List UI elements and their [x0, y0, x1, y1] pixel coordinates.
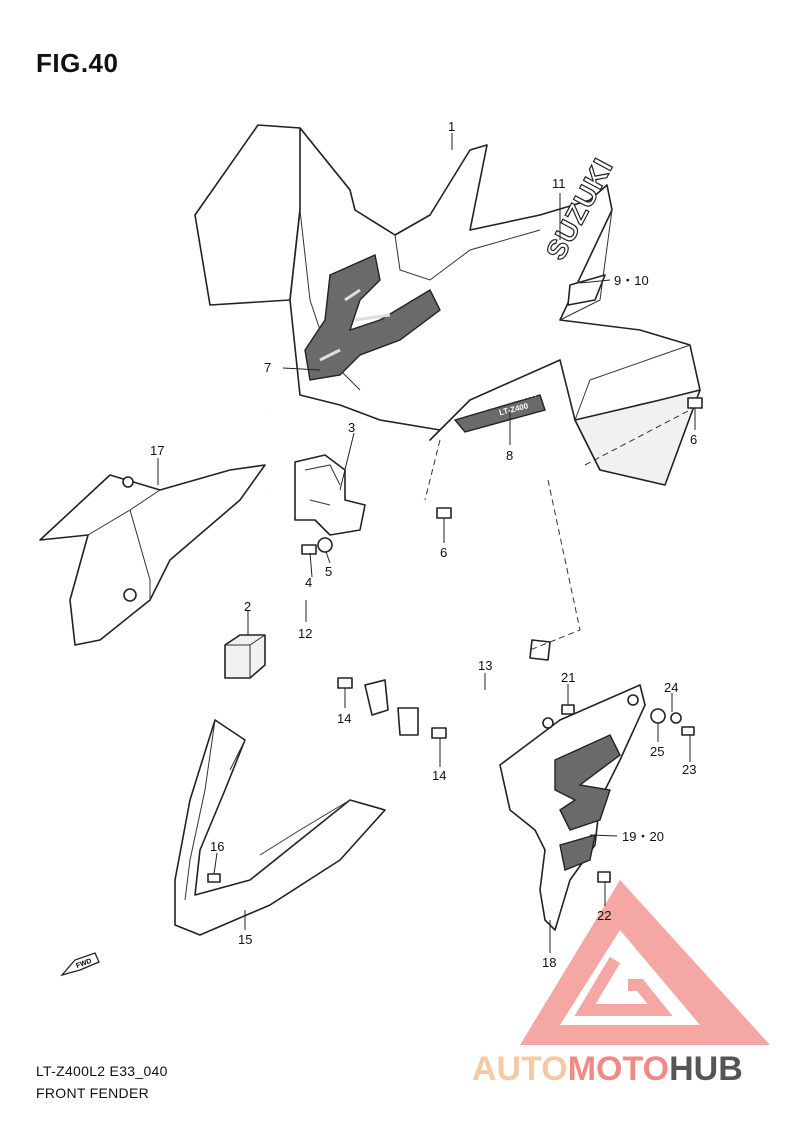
watermark-part2: MOTO — [568, 1050, 669, 1088]
callout-7: 7 — [264, 360, 271, 375]
callout-13: 13 — [478, 658, 492, 673]
lower-front-cover — [174, 719, 386, 936]
callout-2: 2 — [244, 599, 251, 614]
callout-9-10: 9・10 — [614, 273, 649, 288]
callout-18: 18 — [542, 955, 556, 970]
callout-25: 25 — [650, 744, 664, 759]
right-stay — [397, 639, 551, 736]
callout-5: 5 — [325, 564, 332, 579]
callout-17: 17 — [150, 443, 164, 458]
left-stay — [263, 489, 389, 716]
callout-16: 16 — [210, 839, 224, 854]
svg-text:AUTOMOTOHUB: AUTOMOTOHUB — [472, 1050, 743, 1088]
callout-8: 8 — [506, 448, 513, 463]
callout-6a: 6 — [440, 545, 447, 560]
leader-lines — [157, 133, 696, 953]
support-bar — [269, 413, 421, 536]
callout-22: 22 — [597, 908, 611, 923]
callouts: 1 2 3 4 5 6 6 7 8 9・10 11 12 13 14 14 15… — [150, 119, 697, 970]
callout-21: 21 — [561, 670, 575, 685]
callout-24: 24 — [664, 680, 678, 695]
section-title: FRONT FENDER — [36, 1085, 150, 1101]
callout-1: 1 — [448, 119, 455, 134]
watermark-text: AUTOMOTOHUB — [472, 1050, 743, 1088]
watermark-part1: AUTO — [472, 1050, 568, 1088]
fwd-arrow-icon: FWD — [60, 952, 100, 977]
reference-lines — [424, 409, 691, 651]
diagram-code: LT-Z400L2 E33_040 — [36, 1063, 168, 1079]
callout-11: 11 — [552, 176, 566, 191]
callout-6b: 6 — [690, 432, 697, 447]
callout-14a: 14 — [337, 711, 351, 726]
front-fender-main: SUZUKI QUAD SPORT LT-Z400 — [194, 124, 701, 486]
figure-title: FIG.40 — [36, 48, 119, 78]
callout-15: 15 — [238, 932, 252, 947]
callout-3: 3 — [348, 420, 355, 435]
watermark-logo-icon — [520, 880, 770, 1045]
left-side-panel — [39, 464, 266, 646]
callout-14b: 14 — [432, 768, 446, 783]
callout-4: 4 — [305, 575, 312, 590]
callout-23: 23 — [682, 762, 696, 777]
clamp-block — [224, 634, 266, 679]
callout-12: 12 — [298, 626, 312, 641]
callout-19-20: 19・20 — [622, 829, 664, 844]
watermark-part3: HUB — [669, 1050, 743, 1088]
right-side-panel — [499, 684, 646, 931]
